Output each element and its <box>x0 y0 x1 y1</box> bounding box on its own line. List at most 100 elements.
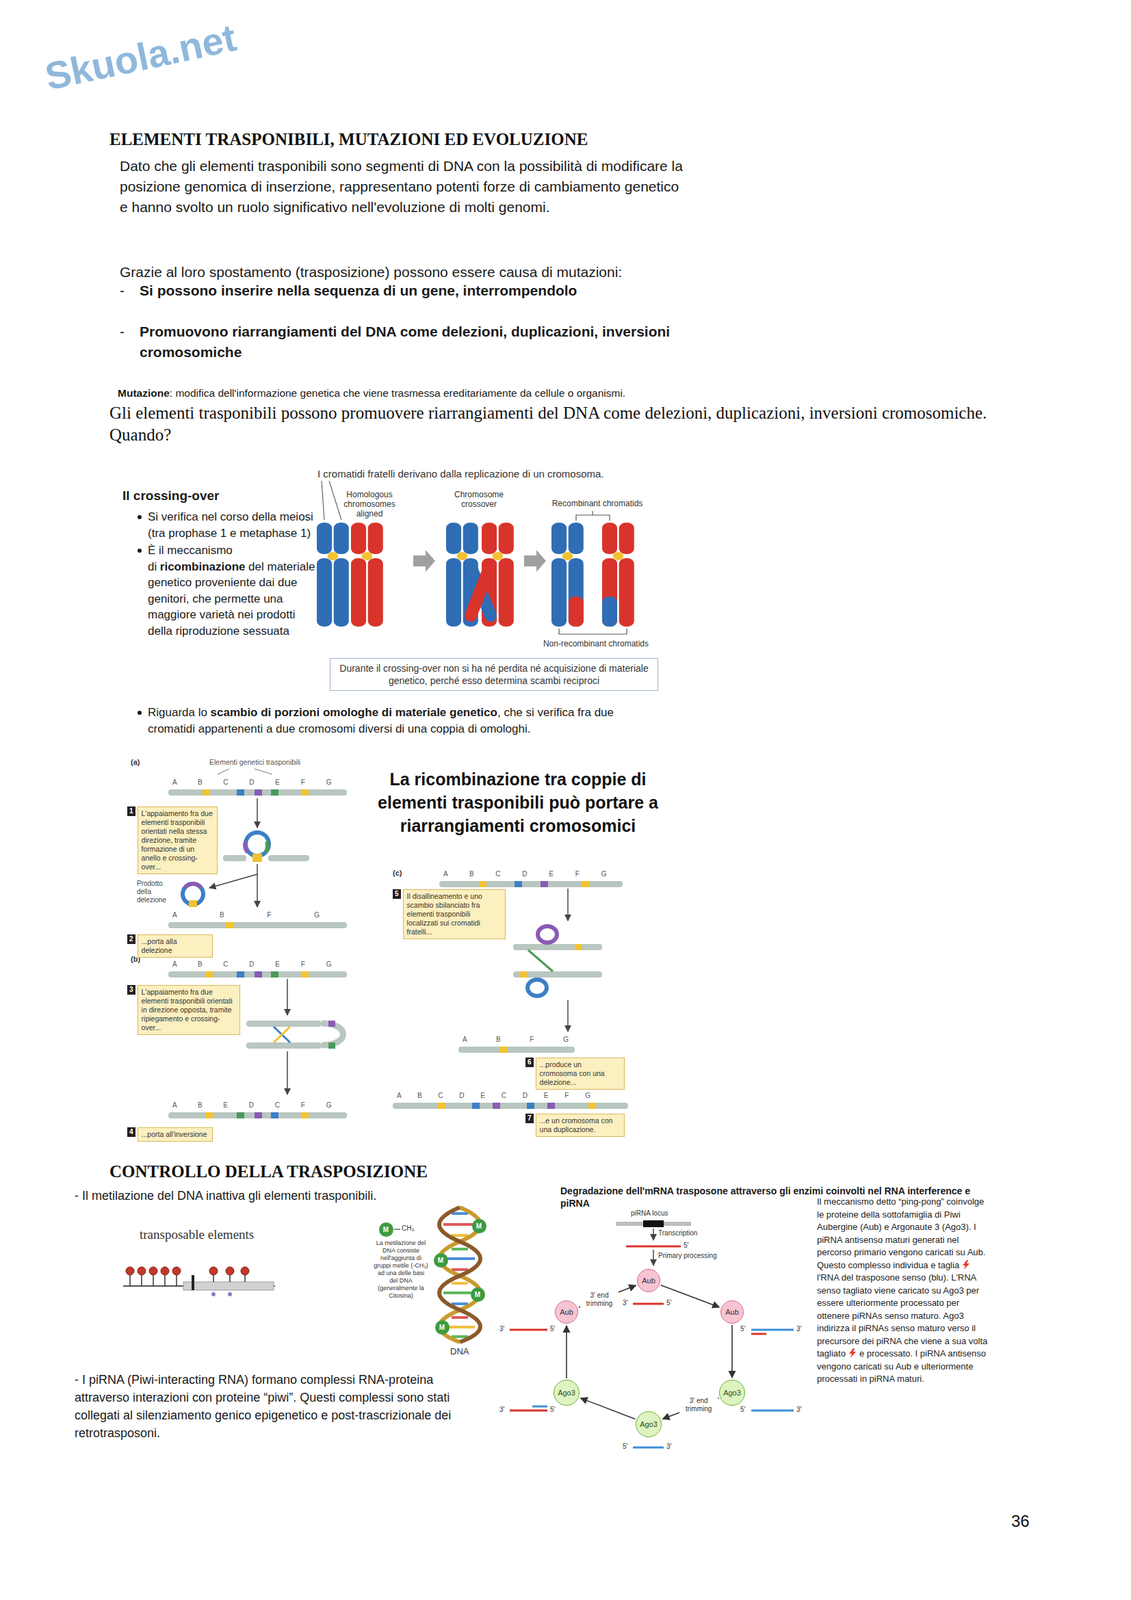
figure-note: I cromatidi fratelli derivano dalla repl… <box>317 468 605 480</box>
aub-protein: Aub <box>637 1269 661 1293</box>
recombination-figure <box>265 841 268 853</box>
transposable-elements-figure <box>183 1282 274 1291</box>
side-explanation: Il meccanismo detto “ping-pong” coinvolg… <box>816 1196 992 1387</box>
dna-helix <box>451 1268 468 1272</box>
panel-letter: (c) <box>392 868 402 878</box>
chemical-formula: CH₃ <box>401 1224 415 1233</box>
recombination-figure <box>223 855 247 862</box>
text-paragraph: Recombinant chromatids <box>549 498 646 509</box>
dash-item: Si possono inserire nella sequenza di un… <box>139 280 688 302</box>
recombination-figure <box>540 881 549 888</box>
text-paragraph: Skuola.net <box>41 14 241 100</box>
text-paragraph: A B C D E C D E F G <box>396 1092 591 1101</box>
text-paragraph: A B F G <box>462 1035 569 1045</box>
recombination-figure <box>513 971 603 978</box>
callout-number: 7 <box>525 1113 534 1124</box>
transposable-elements-figure <box>137 1267 146 1276</box>
recombination-figure <box>492 1102 501 1110</box>
strand-end-label: 5' <box>550 1406 555 1415</box>
text-paragraph: Riguarda loscambio di porzioni omologhe … <box>147 704 658 737</box>
recombination-figure <box>439 881 623 888</box>
section-question: Gli elementi trasponibili possono promuo… <box>109 402 1020 447</box>
body-paragraph: - I piRNA (Piwi-interacting RNA) formano… <box>74 1371 486 1443</box>
figure-label: Chromosome crossover <box>448 489 510 510</box>
dna-helix <box>443 1223 477 1227</box>
text-paragraph: DNA <box>450 1346 469 1358</box>
ago3-protein: Ago3 <box>719 1380 746 1407</box>
chromosome-figure <box>329 481 342 520</box>
gene-letters: A B C D E F G <box>172 960 332 969</box>
text-paragraph: La metilazione del DNA consiste nell'agg… <box>373 1239 429 1300</box>
recombination-figure <box>270 789 279 796</box>
transposable-elements-figure <box>225 1267 234 1276</box>
callout-number: 6 <box>525 1057 534 1068</box>
text-paragraph: 36 <box>1011 1512 1030 1532</box>
text-paragraph: Il crossing-over <box>122 488 220 505</box>
chromosome-figure <box>413 550 436 572</box>
figure-label: Recombinant chromatids <box>549 498 646 509</box>
figure-label: piRNA locus <box>630 1209 668 1218</box>
recombination-figure <box>256 864 258 908</box>
pirna-cycle-figure <box>643 1220 664 1228</box>
figure-note: La metilazione del DNA consiste nell'agg… <box>373 1239 429 1300</box>
recombination-figure <box>168 971 347 978</box>
transposable-elements-figure <box>160 1267 169 1276</box>
recombination-figure <box>254 789 263 796</box>
recombination-figure <box>209 874 258 889</box>
pirna-cycle-figure <box>652 1250 655 1266</box>
recombination-figure <box>520 971 527 978</box>
recombination-figure <box>301 971 309 978</box>
node-text: Ago3 <box>639 1420 658 1429</box>
recombination-figure <box>514 881 523 888</box>
recombination-figure <box>236 971 245 978</box>
recombination-figure <box>567 888 569 921</box>
chromosome-figure <box>551 522 584 627</box>
text-paragraph: 5' <box>740 1325 746 1334</box>
text-paragraph: Prodotto della delezione <box>136 879 176 905</box>
strand-end-label: 5' <box>666 1299 672 1307</box>
text-paragraph: Elementi genetici trasponibili <box>209 758 301 767</box>
recombination-figure <box>168 922 347 929</box>
transposable-elements-figure <box>129 1274 131 1287</box>
recombination-figure <box>547 1102 555 1110</box>
recombination-figure <box>168 1112 347 1119</box>
recombination-figure <box>567 1000 569 1032</box>
callout-box: 4...porta all'inversione <box>127 1127 213 1142</box>
recombination-figure <box>528 950 553 972</box>
pirna-cycle-figure <box>509 1410 548 1413</box>
strand-end-label: 3' <box>796 1325 802 1334</box>
recombination-figure <box>537 926 557 943</box>
callout-number: 1 <box>127 806 136 817</box>
chromosome-figure <box>351 522 384 627</box>
definition-note: Mutazione: modifica dell'informazione ge… <box>117 386 871 401</box>
strand-end-label: 5' <box>740 1325 746 1334</box>
text-paragraph: (c) <box>392 868 402 878</box>
recombination-figure <box>513 944 603 951</box>
recombination-figure <box>574 944 582 951</box>
panel-letter: (a) <box>130 758 140 767</box>
recombination-figure <box>252 853 263 863</box>
lightning-icon <box>849 1348 856 1359</box>
pirna-cycle-figure <box>509 1329 548 1332</box>
gene-letters: A B C D E F G <box>443 870 607 878</box>
dash-item: -Promuovono riarrangiamenti del DNA come… <box>119 321 688 363</box>
text-paragraph: È il meccanismo diricombinazionedel mate… <box>147 542 316 640</box>
strand-end-label: 5' <box>550 1325 555 1333</box>
watermark: Skuola.net <box>41 15 240 98</box>
recombination-figure <box>205 1112 213 1119</box>
text-paragraph: CH₃ <box>401 1224 415 1233</box>
recombination-figure <box>168 789 347 796</box>
text-paragraph: A B E D C F G <box>172 1101 332 1110</box>
figure-label: DNA <box>450 1346 469 1357</box>
node-text: Ago3 <box>723 1388 741 1398</box>
node-text: Ago3 <box>557 1388 576 1398</box>
text-paragraph: Primary processing <box>658 1252 718 1261</box>
gene-letters: A B C D E F G <box>443 870 607 879</box>
transposable-elements-figure <box>211 1292 216 1297</box>
text-paragraph: I cromatidi fratelli derivano dalla repl… <box>317 468 605 481</box>
node-text: M <box>439 1323 445 1332</box>
lightning-icon <box>962 1260 970 1270</box>
cycle-arrow <box>731 1325 733 1378</box>
figure-label: Homologous chromosomes aligned <box>338 489 401 519</box>
figure-label: Non-recombinant chromatids <box>541 639 651 649</box>
